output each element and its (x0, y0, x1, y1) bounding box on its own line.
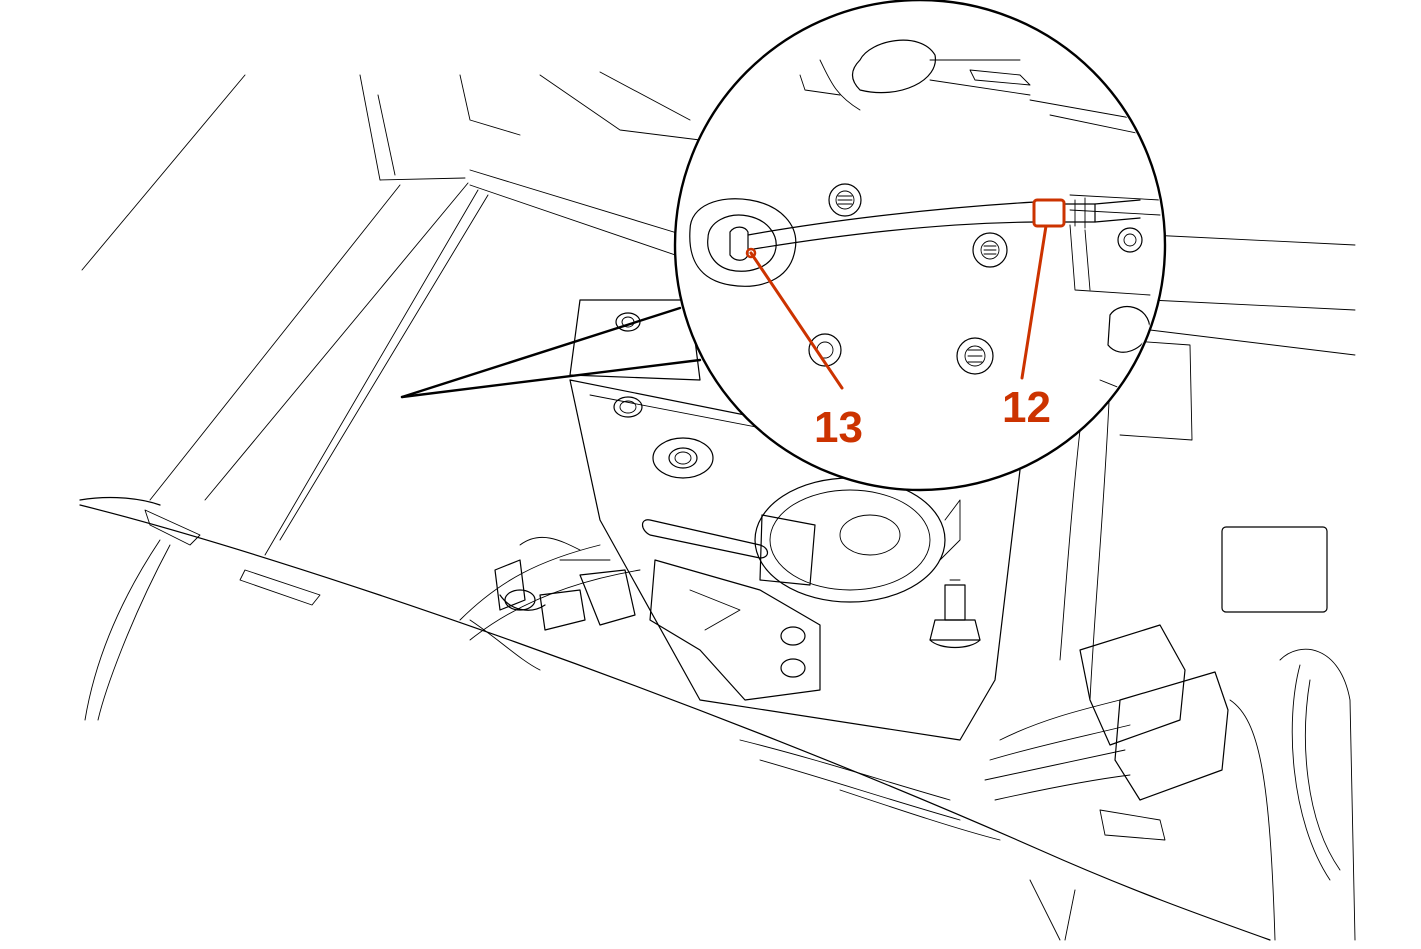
magnifier-ring (673, 0, 1167, 492)
callout-13-marker (745, 247, 757, 259)
stud-bolt (929, 579, 981, 649)
callout-13-label: 13 (814, 403, 863, 452)
callout-12-leader (1020, 224, 1048, 380)
magnifier-pointer (400, 306, 702, 399)
round-housing (754, 477, 961, 603)
callout-12: 12 (1002, 198, 1066, 432)
callout-12-marker (1032, 198, 1066, 228)
background-structure (79, 71, 1356, 941)
hose (747, 201, 1036, 251)
plate-bolt-center (652, 437, 714, 479)
plate-bolt-left (613, 396, 643, 418)
detail-stud-bottom-right (956, 337, 994, 375)
wire-clip-cluster (469, 536, 636, 671)
detail-stud-right (972, 232, 1008, 268)
callout-12-label: 12 (1002, 383, 1051, 432)
callout-13: 13 (745, 247, 863, 452)
detail-magnifier (673, 0, 1167, 492)
callout-13-leader (749, 251, 844, 390)
detail-stud-top (828, 183, 862, 217)
